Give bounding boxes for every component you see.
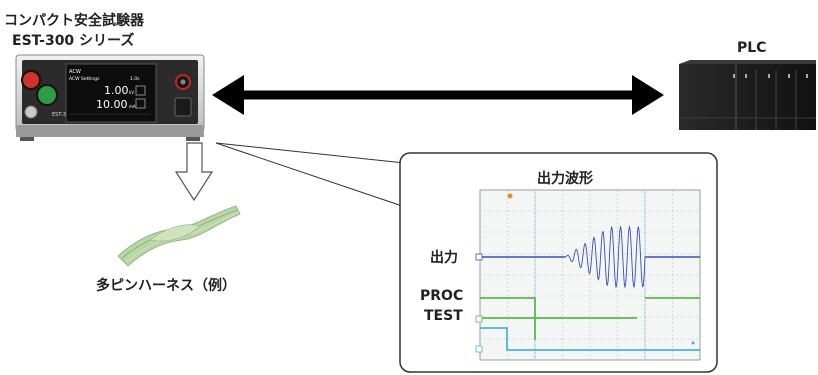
screen-line2: ACW Settings <box>69 76 100 82</box>
stop-button <box>21 70 41 90</box>
cyan-signal <box>480 327 700 351</box>
scope-screen <box>475 189 701 361</box>
est-300-device: EST-300 ACW ACW Settings 1.0s 1.00 kV 10… <box>15 54 205 141</box>
harness-illustration <box>117 205 241 267</box>
callout-lines <box>215 142 415 211</box>
channel-label-proc: PROC <box>420 288 464 304</box>
screen-unit1: kV <box>129 90 134 95</box>
device-screen <box>65 63 157 123</box>
screen-value2: 10.00 <box>96 98 128 111</box>
communication-arrow <box>212 75 664 115</box>
plc-label: PLC <box>737 40 767 56</box>
down-arrow <box>174 142 214 202</box>
proc-signal <box>480 297 536 340</box>
device-brand: EST-300 <box>52 112 72 118</box>
start-button <box>36 84 58 106</box>
channel-label-output: 出力 <box>430 250 458 266</box>
screen-mode: ACW <box>69 69 81 75</box>
screen-unit2: mA <box>129 104 136 109</box>
device-series: EST-300 シリーズ <box>12 33 135 49</box>
screen-line2-right: 1.0s <box>130 76 140 82</box>
trigger-marker <box>507 193 513 199</box>
screen-value1: 1.00 <box>104 84 129 97</box>
dial-knob <box>24 105 38 119</box>
channel-label-test: TEST <box>424 308 463 324</box>
plc-unit <box>679 60 816 130</box>
scope-title: 出力波形 <box>537 171 593 187</box>
output-burst <box>564 225 646 289</box>
harness-label: 多ピンハーネス（例） <box>96 278 236 294</box>
device-name: コンパクト安全試験器 <box>4 13 144 29</box>
